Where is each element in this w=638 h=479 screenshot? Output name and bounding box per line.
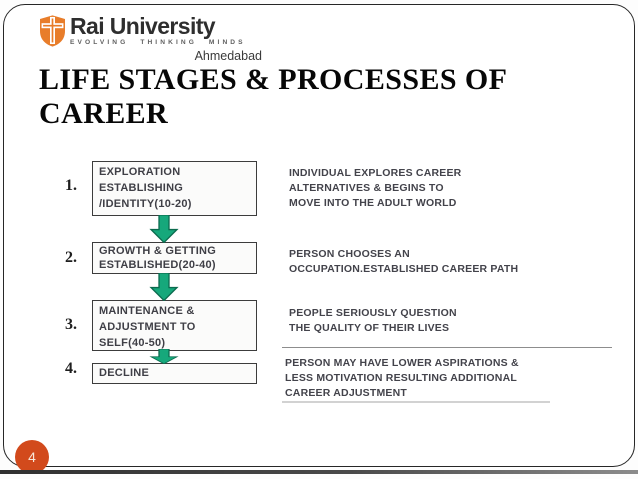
stage-number-2: 2. [65, 249, 77, 266]
flow-box-growth: GROWTH & GETTING ESTABLISHED(20-40) [92, 242, 257, 274]
university-name: Rai University [70, 13, 216, 39]
flow-box-maintenance: MAINTENANCE & ADJUSTMENT TO SELF(40-50) [92, 300, 257, 351]
down-arrow-icon [149, 273, 179, 301]
stage-description-1: INDIVIDUAL EXPLORES CAREER ALTERNATIVES … [289, 167, 462, 209]
university-logo: Rai University EVOLVING THINKING MINDS A… [40, 14, 262, 63]
down-arrow-icon [149, 349, 179, 364]
slide-card: Rai University EVOLVING THINKING MINDS A… [3, 4, 635, 474]
shield-icon [40, 15, 65, 47]
stage-description-2: PERSON CHOOSES AN OCCUPATION.ESTABLISHED… [289, 248, 519, 275]
stage-description-3: PEOPLE SERIOUSLY QUESTION THE QUALITY OF… [289, 307, 457, 334]
university-city: Ahmedabad [194, 49, 262, 63]
page-number-badge: 4 [15, 440, 49, 474]
divider-line [282, 347, 612, 349]
flow-box-decline: DECLINE [92, 363, 257, 384]
stage-number-1: 1. [65, 177, 77, 194]
flow-box-exploration: EXPLORATION ESTABLISHING /IDENTITY(10-20… [92, 161, 257, 216]
stage-description-4: PERSON MAY HAVE LOWER ASPIRATIONS & LESS… [285, 357, 519, 399]
slide-title: LIFE STAGES & PROCESSES OF CAREER [39, 63, 507, 130]
down-arrow-icon [149, 215, 179, 243]
stage-number-4: 4. [65, 360, 77, 377]
bottom-edge-bar [0, 470, 638, 474]
divider-line [282, 401, 550, 403]
university-tagline: EVOLVING THINKING MINDS [70, 39, 246, 46]
stage-number-3: 3. [65, 316, 77, 333]
logo-text-block: Rai University EVOLVING THINKING MINDS A… [70, 14, 262, 63]
